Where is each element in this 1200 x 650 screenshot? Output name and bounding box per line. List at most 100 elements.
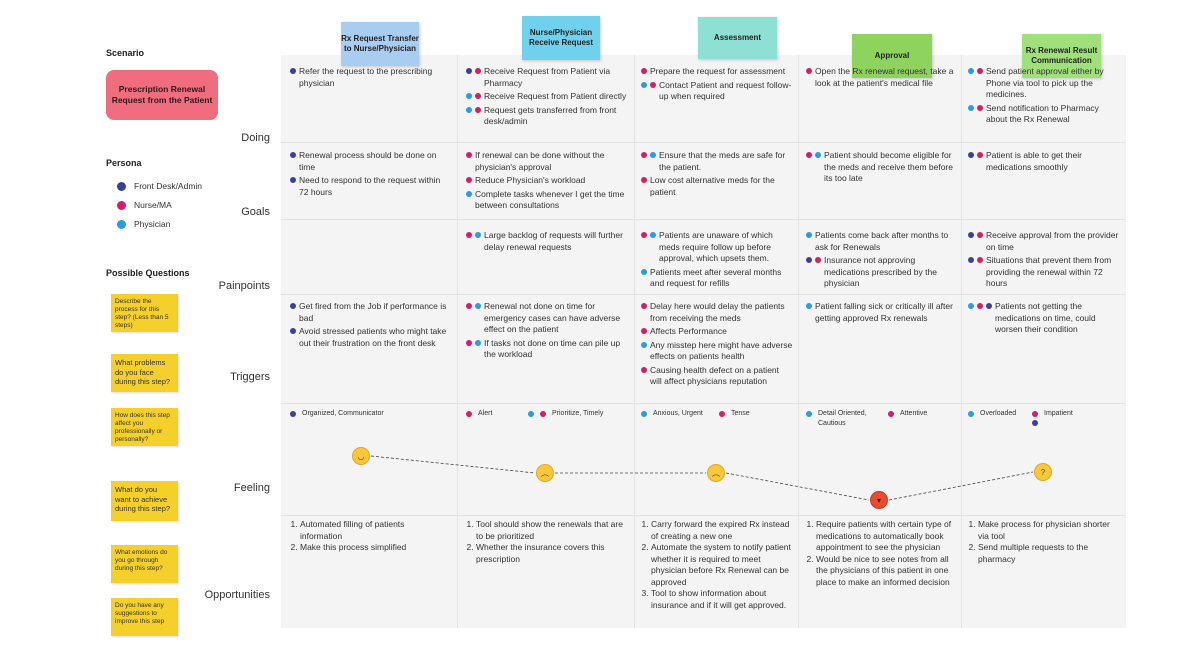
persona-dot-icon	[641, 341, 647, 348]
opportunity-item[interactable]: Make this process simplified	[300, 542, 448, 554]
scenario-card[interactable]: Prescription Renewal Request from the Pa…	[106, 70, 218, 120]
feeling-tag[interactable]: Alert	[466, 409, 492, 420]
legend-nurse: Nurse/MA	[117, 200, 202, 210]
doing-item[interactable]: Prepare the request for assessment	[641, 66, 793, 78]
opportunity-item[interactable]: Carry forward the expired Rx instead of …	[651, 519, 791, 542]
opportunity-item[interactable]: Make process for physician shorter via t…	[978, 519, 1118, 542]
doing-item[interactable]: Request gets transferred from front desk…	[466, 105, 628, 128]
persona-dot-icon	[466, 152, 472, 158]
triggers-item[interactable]: Patient falling sick or critically ill a…	[806, 301, 954, 324]
painpoints-cell: Patients come back after months to ask f…	[806, 230, 954, 292]
stage-header-transfer[interactable]: Rx Request Transfer to Nurse/Physician	[341, 22, 419, 66]
feeling-tag[interactable]: Attentive	[888, 409, 927, 420]
row-label-feeling: Feeling	[233, 482, 270, 494]
painpoints-item[interactable]: Insurance not approving medications pres…	[806, 255, 954, 290]
tag-text: Alert	[478, 410, 493, 417]
column-divider	[961, 55, 962, 628]
opportunity-item[interactable]: Tool to show information about insurance…	[651, 588, 791, 611]
goals-item[interactable]: Low cost alternative meds for the patien…	[641, 175, 793, 198]
persona-dot-icon	[466, 232, 472, 238]
goals-item[interactable]: Ensure that the meds are safe for the pa…	[641, 150, 793, 173]
opportunity-item[interactable]: Tool should show the renewals that are t…	[476, 519, 626, 542]
triggers-item[interactable]: Delay here would delay the patients from…	[641, 301, 793, 324]
persona-dots	[466, 150, 475, 173]
triggers-item[interactable]: Renewal not done on time for emergency c…	[466, 301, 628, 336]
feeling-tag[interactable]: Tense	[719, 409, 750, 420]
persona-dot-icon	[475, 339, 481, 346]
painpoints-item[interactable]: Patients are unaware of which meds requi…	[641, 230, 793, 265]
painpoints-item[interactable]: Large backlog of requests will further d…	[466, 230, 628, 253]
goals-item[interactable]: Complete tasks whenever I get the time b…	[466, 189, 628, 212]
goals-cell: Ensure that the meds are safe for the pa…	[641, 150, 793, 200]
goals-item[interactable]: Renewal process should be done on time	[290, 150, 450, 173]
opportunity-item[interactable]: Require patients with certain type of me…	[816, 519, 952, 554]
question-sticky[interactable]: What do you want to achieve during this …	[111, 481, 178, 521]
opportunities-cell: Carry forward the expired Rx instead of …	[635, 519, 791, 611]
persona-dots	[290, 150, 299, 173]
triggers-item[interactable]: Avoid stressed patients who might take o…	[290, 326, 450, 349]
painpoints-item[interactable]: Patients meet after several months and r…	[641, 267, 793, 290]
goals-item[interactable]: If renewal can be done without the physi…	[466, 150, 628, 173]
doing-cell: Refer the request to the prescribing phy…	[290, 66, 450, 91]
question-sticky[interactable]: Describe the process for this step? (Les…	[111, 294, 178, 332]
painpoints-item[interactable]: Receive approval from the provider on ti…	[968, 230, 1120, 253]
persona-dot-icon	[806, 68, 812, 74]
question-sticky[interactable]: What problems do you face during this st…	[111, 354, 178, 392]
feeling-tag[interactable]: Overloaded	[968, 409, 1016, 420]
doing-item[interactable]: Refer the request to the prescribing phy…	[290, 66, 450, 89]
opportunity-item[interactable]: Would be nice to see notes from all the …	[816, 554, 952, 589]
item-text: Avoid stressed patients who might take o…	[299, 326, 447, 348]
question-sticky[interactable]: Do you have any suggestions to improve t…	[111, 598, 178, 636]
persona-dot-icon	[968, 104, 974, 111]
questions-label: Possible Questions	[106, 268, 190, 278]
feeling-tag[interactable]: Organized, Communicator	[290, 409, 384, 420]
persona-dot-icon	[528, 411, 534, 417]
feeling-tag[interactable]: Prioritize, Timely	[528, 409, 603, 420]
stage-header-communication[interactable]: Rx Renewal Result Communication	[1022, 34, 1101, 78]
feeling-tag[interactable]: Detail Oriented, Cautious	[806, 409, 884, 429]
stage-header-assessment[interactable]: Assessment	[698, 17, 777, 59]
goals-item[interactable]: Reduce Physician's workload	[466, 175, 628, 187]
goals-cell: Patient is able to get their medications…	[968, 150, 1120, 175]
persona-dot-icon	[290, 68, 296, 74]
doing-item[interactable]: Open the Rx renewal request, take a look…	[806, 66, 954, 89]
goals-item[interactable]: Patient should become eligible for the m…	[806, 150, 954, 185]
painpoints-item[interactable]: Situations that prevent them from provid…	[968, 255, 1120, 290]
item-text: Situations that prevent them from provid…	[986, 255, 1112, 288]
opportunity-item[interactable]: Whether the insurance covers this prescr…	[476, 542, 626, 565]
doing-item[interactable]: Send patient approval either by Phone vi…	[968, 66, 1120, 101]
doing-item[interactable]: Send notification to Pharmacy about the …	[968, 103, 1120, 126]
stage-header-approval[interactable]: Approval	[852, 34, 932, 78]
feeling-tag[interactable]: Impatient	[1032, 409, 1073, 429]
stage-header-receive[interactable]: Nurse/Physician Receive Request	[522, 16, 600, 60]
opportunity-item[interactable]: Automated filling of patients informatio…	[300, 519, 448, 542]
painpoints-item[interactable]: Patients come back after months to ask f…	[806, 230, 954, 253]
persona-dot-icon	[968, 303, 974, 309]
doing-item[interactable]: Contact Patient and request follow-up wh…	[641, 80, 793, 103]
question-sticky[interactable]: How does this step affect you profession…	[111, 408, 178, 446]
triggers-item[interactable]: Affects Performance	[641, 326, 793, 338]
goals-item[interactable]: Patient is able to get their medications…	[968, 150, 1120, 173]
triggers-item[interactable]: Any misstep here might have adverse effe…	[641, 340, 793, 363]
question-sticky[interactable]: What emotions do you go through during t…	[111, 545, 178, 583]
feeling-tag[interactable]: Anxious, Urgent	[641, 409, 703, 420]
doing-item[interactable]: Receive Request from Patient via Pharmac…	[466, 66, 628, 89]
persona-dot-icon	[1032, 411, 1038, 417]
persona-dot-icon	[968, 257, 974, 263]
doing-item[interactable]: Receive Request from Patient directly	[466, 91, 628, 103]
angry-face-icon: ▾	[870, 491, 888, 509]
opportunity-item[interactable]: Automate the system to notify patient wh…	[651, 542, 791, 588]
triggers-item[interactable]: Patients not getting the medications on …	[968, 301, 1120, 336]
triggers-item[interactable]: Get fired from the Job if performance is…	[290, 301, 450, 324]
triggers-item[interactable]: Causing health defect on a patient will …	[641, 365, 793, 388]
persona-dots	[466, 301, 484, 336]
persona-dots	[466, 175, 475, 187]
persona-dots	[641, 150, 659, 173]
painpoints-cell: Receive approval from the provider on ti…	[968, 230, 1120, 292]
persona-dots	[466, 338, 484, 361]
feeling-connector	[725, 472, 870, 501]
row-divider	[281, 219, 1126, 220]
triggers-item[interactable]: If tasks not done on time can pile up th…	[466, 338, 628, 361]
opportunity-item[interactable]: Send multiple requests to the pharmacy	[978, 542, 1118, 565]
goals-item[interactable]: Need to respond to the request within 72…	[290, 175, 450, 198]
